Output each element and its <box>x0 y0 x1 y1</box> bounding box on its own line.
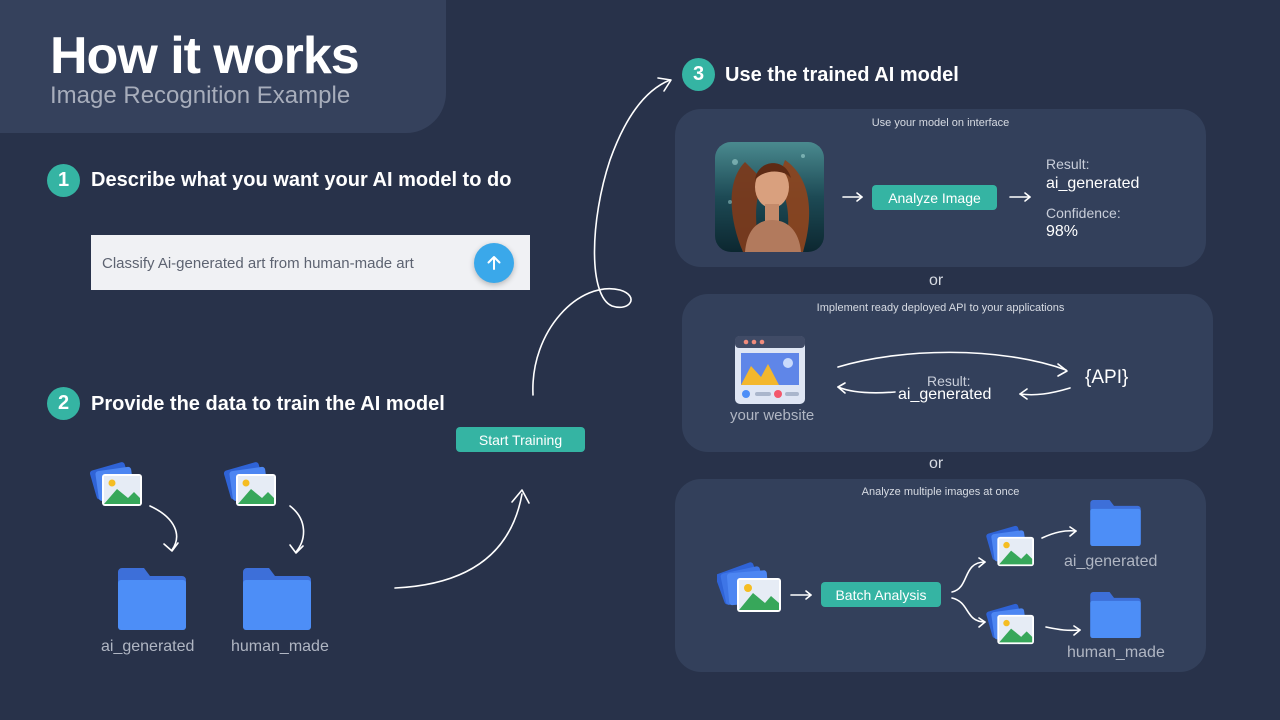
folder-icon <box>1090 500 1141 546</box>
image-stack-icon <box>90 462 142 506</box>
interface-result-label: Result: <box>1046 156 1090 172</box>
your-website-label: your website <box>730 407 815 424</box>
image-stack-icon <box>224 462 276 506</box>
curved-arrow-icon <box>289 505 305 554</box>
batch-analysis-button[interactable]: Batch Analysis <box>821 582 941 607</box>
image-stack-icon <box>986 525 1034 567</box>
or-separator-1: or <box>929 272 944 289</box>
step-3-badge: 3 <box>682 58 715 91</box>
send-button[interactable] <box>474 243 514 283</box>
image-stack-icon <box>717 562 781 612</box>
step-1-badge: 1 <box>47 164 80 197</box>
step-1-title: Describe what you want your AI model to … <box>91 169 512 191</box>
folder-icon <box>1090 592 1141 638</box>
step-2-title: Provide the data to train the AI model <box>91 393 445 415</box>
interface-caption: Use your model on interface <box>871 117 1010 129</box>
prompt-text: Classify Ai-generated art from human-mad… <box>102 255 414 272</box>
api-caption: Implement ready deployed API to your app… <box>816 302 1065 314</box>
folder-label-human-made: human_made <box>231 638 329 655</box>
interface-result-value: ai_generated <box>1046 175 1140 192</box>
api-label: {API} <box>1085 367 1129 388</box>
analyze-image-button[interactable]: Analyze Image <box>872 185 997 210</box>
portrait-image-icon <box>715 142 824 252</box>
folder-icon <box>118 568 186 630</box>
title-panel <box>0 0 446 133</box>
folder-icon <box>243 568 311 630</box>
website-window-icon <box>735 336 805 404</box>
folder-label-ai-generated: ai_generated <box>101 638 195 655</box>
confidence-label: Confidence: <box>1046 205 1121 221</box>
step-2-badge: 2 <box>47 387 80 420</box>
start-training-button[interactable]: Start Training <box>456 427 585 452</box>
page-title: How it works <box>50 27 360 85</box>
loop-arrow-icon <box>532 77 672 396</box>
prompt-input[interactable]: Classify Ai-generated art from human-mad… <box>91 235 530 290</box>
page-subtitle: Image Recognition Example <box>50 82 351 109</box>
api-result-label: Result: <box>927 373 971 389</box>
send-arrow-icon <box>487 256 501 270</box>
curved-arrow-icon <box>149 505 179 552</box>
sweep-arrow-icon <box>394 489 530 589</box>
batch-caption: Analyze multiple images at once <box>861 486 1020 498</box>
step-3-title: Use the trained AI model <box>725 64 959 86</box>
api-result-value: ai_generated <box>898 386 992 403</box>
batch-folder-label-ai-generated: ai_generated <box>1064 553 1158 570</box>
batch-folder-label-human-made: human_made <box>1067 644 1165 661</box>
image-stack-icon <box>986 603 1034 645</box>
confidence-value: 98% <box>1046 223 1079 240</box>
or-separator-2: or <box>929 455 944 472</box>
